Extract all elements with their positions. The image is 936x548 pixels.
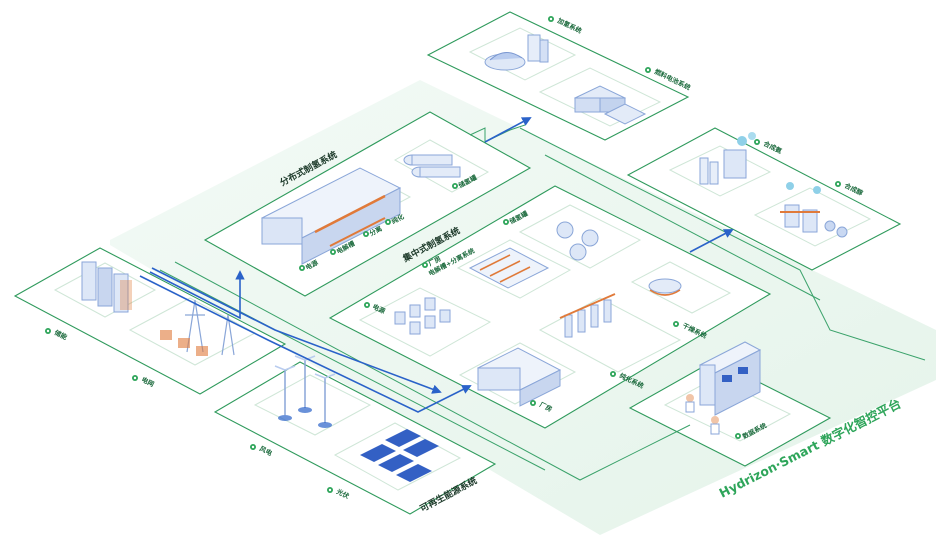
label-synthetic-methanol: 合成醇 bbox=[842, 180, 865, 197]
hydrogen-car-icon bbox=[484, 34, 549, 71]
electrolyzer-container-icon bbox=[260, 167, 402, 265]
label-grid-power: 电网 bbox=[140, 375, 156, 389]
solar-panels-icon bbox=[360, 429, 439, 482]
storage-tanks-icon bbox=[403, 154, 461, 178]
methanol-plant-icon bbox=[780, 182, 848, 238]
transmission-icon bbox=[160, 299, 235, 356]
control-console-icon bbox=[685, 341, 762, 435]
electrolyzer-hall-icon bbox=[468, 247, 550, 289]
renewable-panel: 风电 光伏 可再生能源系统 bbox=[213, 355, 497, 515]
ammonia-plant-icon bbox=[699, 132, 756, 185]
label-grid-storage: 储能 bbox=[52, 327, 69, 341]
central-storage-icon bbox=[556, 221, 599, 261]
label-solar: 光伏 bbox=[334, 486, 351, 500]
battery-towers-icon bbox=[81, 261, 132, 313]
wind-turbines-icon bbox=[274, 355, 336, 428]
blue-pipelines bbox=[139, 117, 734, 413]
cells-array-icon bbox=[394, 297, 451, 335]
grid-panel: 储能 电网 bbox=[13, 247, 287, 395]
label-hydrogen-refuel: 加氢系统 bbox=[555, 15, 584, 35]
label-synthetic-ammonia: 合成氨 bbox=[761, 138, 784, 155]
fuel-cell-icon bbox=[573, 85, 647, 125]
distributed-panel: 分布式制氢系统 电源 电解槽 分离 纯化 储氢罐 bbox=[203, 111, 532, 297]
dryer-icon bbox=[648, 278, 682, 296]
factory-building-icon bbox=[476, 347, 562, 407]
control-panel: 数据系统 bbox=[628, 341, 832, 467]
purifier-icon bbox=[559, 293, 616, 338]
label-wind: 风电 bbox=[258, 444, 274, 458]
